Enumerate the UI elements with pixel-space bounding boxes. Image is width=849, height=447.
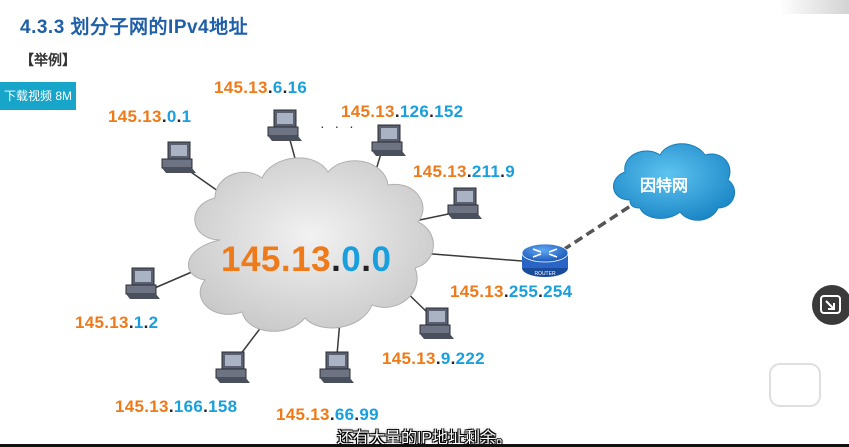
internet-label: 因特网 [640, 178, 689, 195]
host-ip-label: 145.13.6.16 [214, 78, 308, 97]
router-ip-label: 145.13.255.254 [450, 282, 573, 301]
internet-cloud [613, 143, 736, 221]
router-label: ROUTER [534, 271, 556, 277]
computer-icon [161, 141, 197, 174]
host-ip-label: 145.13.166.158 [115, 397, 238, 416]
router-icon: ROUTER [521, 243, 569, 277]
internet-link [562, 203, 633, 252]
example-label: 【举例】 [20, 52, 76, 68]
host-ip-label: 145.13.126.152 [341, 102, 464, 121]
play-button[interactable] [766, 352, 824, 410]
picture-in-picture-button[interactable] [812, 285, 849, 325]
computer-icon [215, 351, 251, 384]
play-icon [769, 354, 821, 407]
host-ip-label: 145.13.66.99 [276, 405, 379, 424]
computer-icon [319, 351, 355, 384]
ellipsis: · · · [320, 118, 357, 134]
download-video-button[interactable]: 下载视频 8M [0, 82, 76, 110]
computer-icon [125, 267, 161, 300]
bottom-bar [0, 444, 849, 447]
host-ip-label: 145.13.1.2 [75, 313, 159, 332]
host-ip-label: 145.13.9.222 [382, 349, 485, 368]
computer-icon [419, 307, 455, 340]
picture-in-picture-icon [820, 295, 841, 314]
computer-icon [267, 109, 303, 142]
video-subtitle: 还有大量的IP地址剩余。 [336, 430, 513, 447]
computer-icon [447, 187, 483, 220]
host-ip-label: 145.13.211.9 [413, 162, 515, 181]
top-right-overlay [779, 0, 849, 14]
network-address: 145.13.0.0 [221, 240, 392, 279]
slide-title: 4.3.3 划分子网的IPv4地址 [20, 17, 249, 38]
computer-icon [371, 124, 407, 157]
network-cloud [188, 157, 434, 332]
host-ip-label: 145.13.0.1 [108, 107, 192, 126]
